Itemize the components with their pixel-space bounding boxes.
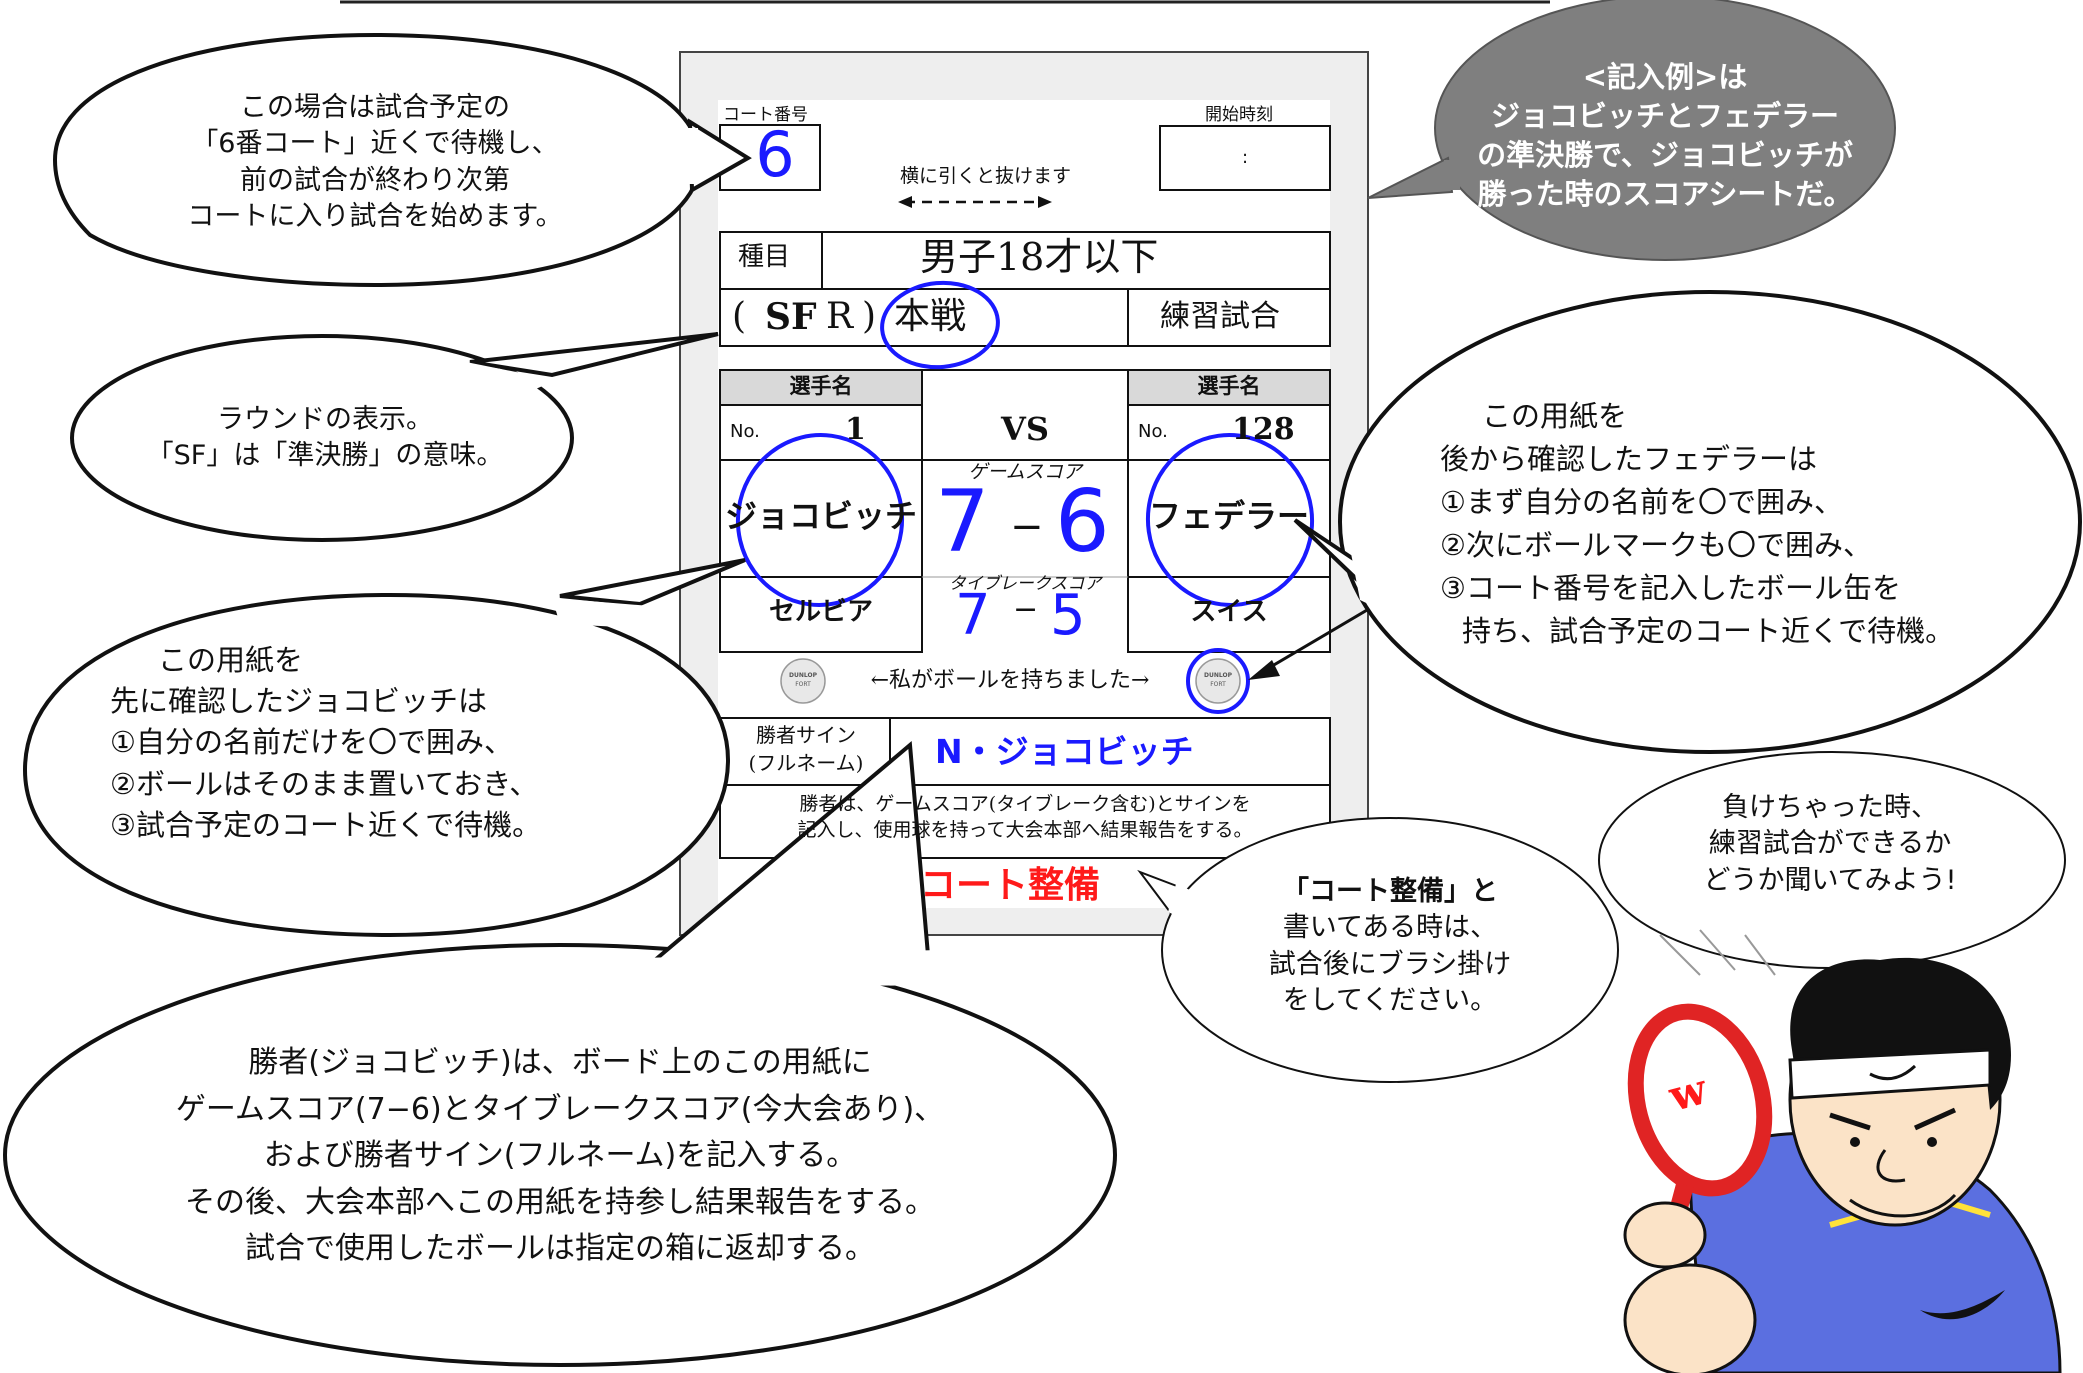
bubble-maintenance-note (1161, 817, 1619, 1083)
court-maintenance-label: コート整備 (920, 865, 1101, 906)
round-sf: SF (765, 296, 817, 338)
round-close-paren: ) (862, 296, 877, 337)
winner-note-text: 勝者(ジョコビッチ)は、ボード上のこの用紙に ゲームスコア(7−6)とタイブレー… (175, 1045, 945, 1266)
ball-left-icon (780, 658, 826, 704)
ball-right-icon (1195, 658, 1241, 704)
player1-no-label: No. (730, 421, 760, 442)
game-score-dash: − (1010, 504, 1044, 550)
ball-right-model: FORT (1210, 681, 1226, 688)
bubble-example-note (1434, 0, 1896, 261)
player2-name: フェデラー (1148, 497, 1309, 535)
tiebreak-score-label: タイブレークスコア (948, 574, 1102, 594)
practice-match-label: 練習試合 (1160, 299, 1280, 334)
example-note-text: <記入例>は ジョコビッチとフェデラー の準決勝で、ジョコビッチが 勝った時のス… (1477, 60, 1853, 212)
game-score-player2: 6 (1055, 472, 1110, 572)
player1-no: 1 (845, 412, 866, 447)
lose-note-text: 負けちゃった時、 練習試合ができるか どうか聞いてみよう! (1703, 792, 1957, 896)
instruction-line-1: 勝者は、ゲームスコア(タイブレーク含む)とサインを (799, 793, 1251, 815)
player1-name: ジョコビッチ (724, 497, 917, 535)
ball-left-model: FORT (795, 681, 811, 688)
player1-name-label: 選手名 (789, 374, 853, 398)
player2-no-label: No. (1138, 421, 1168, 442)
maintenance-note-text: 「コート整備」と 書いてある時は、 試合後にブラシ掛け をしてください。 (1268, 876, 1512, 1017)
player1-circle (735, 433, 905, 607)
instruction-line-2: 記入し、使用球を持って大会本部へ結果報告をする。 (797, 819, 1253, 841)
motion-lines (1659, 929, 1776, 976)
bubble-federer-note (1338, 290, 2082, 754)
start-time-value: : (1241, 147, 1249, 168)
winner-sign-label-1: 勝者サイン (756, 723, 856, 747)
tennis-player-icon (1623, 957, 2062, 1373)
ball-right-brand: DUNLOP (1204, 672, 1232, 679)
event-value: 男子18才以下 (920, 235, 1159, 279)
event-label: 種目 (738, 242, 791, 272)
start-time-label: 開始時刻 (1205, 105, 1273, 125)
round-r: R (826, 296, 854, 337)
round-open-paren: ( (732, 296, 747, 337)
main-draw-label: 本戦 (894, 296, 967, 337)
winner-sign-label-2: (フルネーム) (748, 751, 864, 775)
player1-country: セルビア (768, 597, 873, 627)
ball-circle (1186, 648, 1250, 714)
game-score-player1: 7 (935, 472, 990, 572)
tiebreak-score-player1: 7 (955, 583, 991, 648)
tiebreak-score-player2: 5 (1050, 583, 1086, 648)
bubble-round-note (70, 334, 574, 542)
game-score-label: ゲームスコア (968, 461, 1082, 483)
vs-label: VS (1001, 410, 1049, 448)
vs-cell (921, 369, 1129, 461)
player2-country: スイス (1190, 597, 1268, 627)
player2-name-label: 選手名 (1197, 374, 1261, 398)
court-number-label: コート番号 (723, 105, 808, 125)
player2-circle (1145, 433, 1315, 607)
pull-hint: 横に引くと抜けます (900, 165, 1072, 187)
tiebreak-score-dash: − (1013, 592, 1039, 627)
bubble-winner-note (3, 943, 1117, 1367)
winner-sign-value: N・ジョコビッチ (935, 732, 1194, 771)
ball-left-brand: DUNLOP (789, 672, 817, 679)
player2-no: 128 (1232, 412, 1295, 447)
start-time-box (1159, 125, 1331, 191)
court-note-text: この場合は試合予定の 「6番コート」近くで待機し、 前の試合が終わり次第 コート… (187, 92, 563, 233)
bubble-court-note (52, 32, 703, 288)
main-draw-circle (880, 280, 1000, 370)
court-number-value: 6 (755, 118, 795, 191)
ball-holder-text: ←私がボールを持ちました→ (870, 668, 1150, 693)
federer-note-text: この用紙を 後から確認したフェデラーは ①まず自分の名前を〇で囲み、 ②次にボー… (1440, 399, 1955, 648)
bubble-djokovic-note (22, 592, 731, 938)
round-note-text: ラウンドの表示。 「SF」は「準決勝」の意味。 (146, 404, 504, 472)
djokovic-note-text: この用紙を 先に確認したジョコビッチは ①自分の名前だけを〇で囲み、 ②ボールは… (110, 643, 542, 842)
